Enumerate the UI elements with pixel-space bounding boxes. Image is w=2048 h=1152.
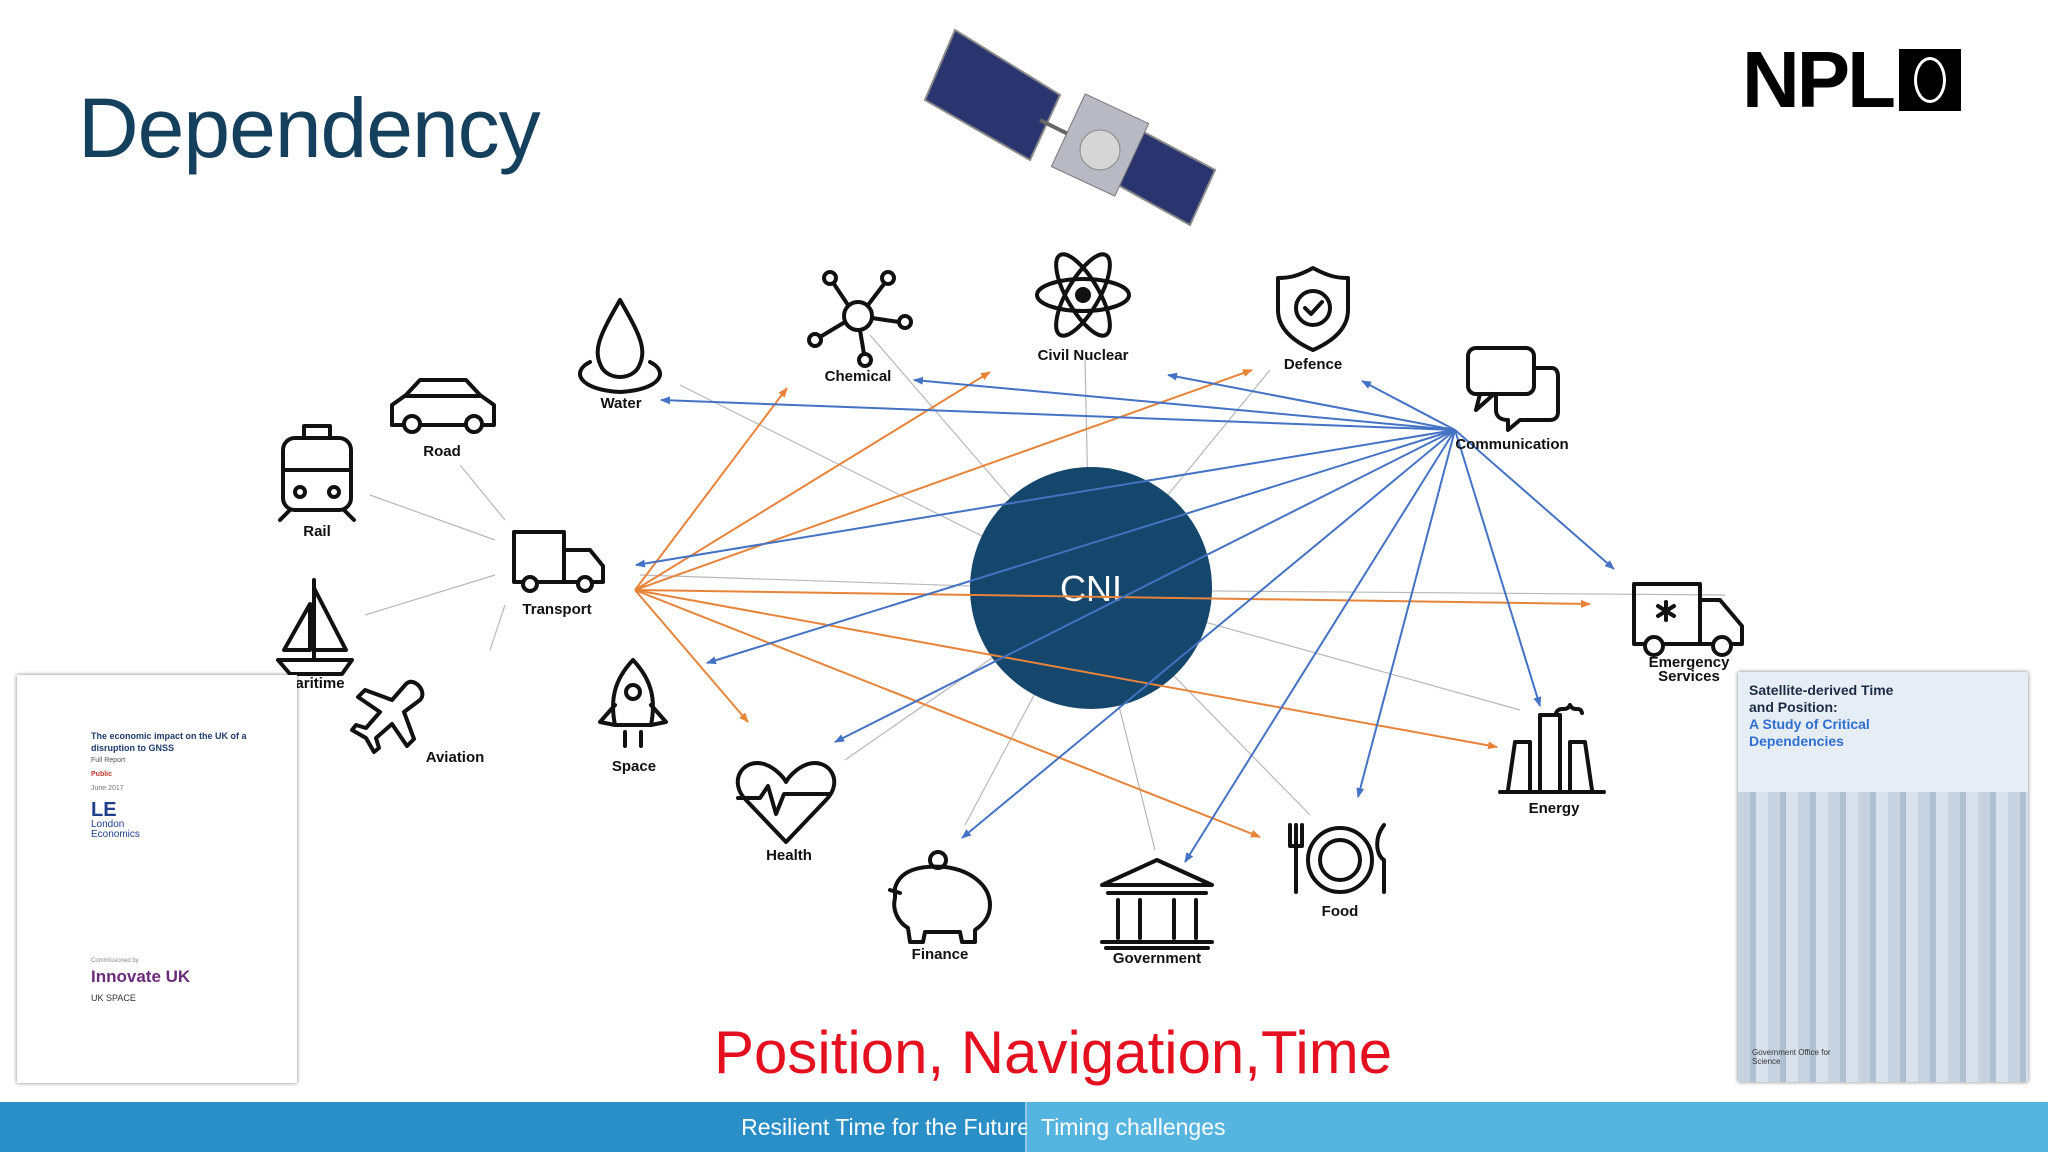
label-space: Space [612, 758, 656, 775]
label-defence: Defence [1284, 356, 1342, 373]
sailboat-icon [276, 578, 354, 676]
london-economics-report-cover: The economic impact on the UK of a disru… [17, 675, 297, 1083]
npl-logo: NPL [1742, 40, 1961, 120]
pnt-headline: Position, Navigation,Time [714, 1019, 1393, 1086]
label-emergency-line1: Emergency [1649, 654, 1731, 671]
cni-circle [970, 467, 1212, 709]
report-title: The economic impact on the UK of a disru… [91, 731, 247, 753]
train-icon [278, 424, 356, 522]
sponsor-name: Innovate UK [91, 967, 191, 986]
label-chemical: Chemical [825, 368, 892, 385]
label-food: Food [1322, 903, 1359, 920]
government-building-icon [1100, 858, 1214, 950]
report-classification: Public [91, 771, 113, 778]
label-communication: Communication [1455, 436, 1568, 453]
slide-title: Dependency [78, 81, 541, 175]
agency-name: UK SPACE [91, 993, 136, 1003]
publisher-name: London Economics [91, 819, 140, 840]
orange-arrows [634, 369, 1591, 838]
label-government: Government [1113, 950, 1201, 967]
report-publisher: Government Office for Science [1752, 1048, 1831, 1066]
report-subtitle: A Study of Critical Dependencies [1749, 716, 1870, 749]
label-energy: Energy [1529, 800, 1581, 817]
molecule-icon [807, 270, 913, 368]
satellite-icon [923, 28, 1217, 227]
blue-arrows [635, 372, 1615, 863]
city-illustration [1738, 792, 2028, 1082]
label-road: Road [423, 443, 461, 460]
report-subtitle: Full Report [91, 757, 126, 764]
rocket-icon [598, 658, 668, 748]
crest-icon [1899, 49, 1961, 111]
car-icon [390, 378, 496, 434]
atom-icon [1035, 252, 1131, 338]
label-finance: Finance [912, 946, 969, 963]
publisher-mark: LE [91, 799, 117, 821]
water-drop-icon [578, 298, 662, 394]
footer-bar: Resilient Time for the Future Timing cha… [0, 1102, 2048, 1152]
label-transport: Transport [522, 601, 591, 618]
commissioned-text: Commissioned by [91, 958, 139, 964]
piggy-bank-icon [888, 850, 992, 944]
chat-bubbles-icon [1466, 346, 1560, 432]
label-health: Health [766, 847, 812, 864]
plate-cutlery-icon [1288, 823, 1386, 894]
footer-section-title: Timing challenges [1027, 1102, 2048, 1152]
label-rail: Rail [303, 523, 331, 540]
shield-icon [1276, 266, 1350, 352]
label-aviation: Aviation [426, 749, 485, 766]
report-date: June 2017 [91, 785, 124, 792]
label-maritime: aritime [295, 675, 344, 692]
label-water: Water [600, 395, 641, 412]
footer-presentation-title: Resilient Time for the Future [741, 1114, 1030, 1140]
logo-text: NPL [1742, 35, 1896, 124]
government-report-cover: Satellite-derived Time and Position: A S… [1738, 672, 2028, 1082]
power-plant-icon [1498, 703, 1606, 794]
truck-icon [512, 530, 605, 593]
report-title: Satellite-derived Time and Position: [1749, 682, 1894, 715]
ambulance-icon [1632, 582, 1744, 657]
heart-icon [735, 761, 837, 844]
label-emergency-line2: Services [1658, 668, 1720, 685]
label-civil-nuclear: Civil Nuclear [1038, 347, 1129, 364]
footer-divider [1025, 1102, 1027, 1152]
airplane-icon [350, 680, 425, 754]
